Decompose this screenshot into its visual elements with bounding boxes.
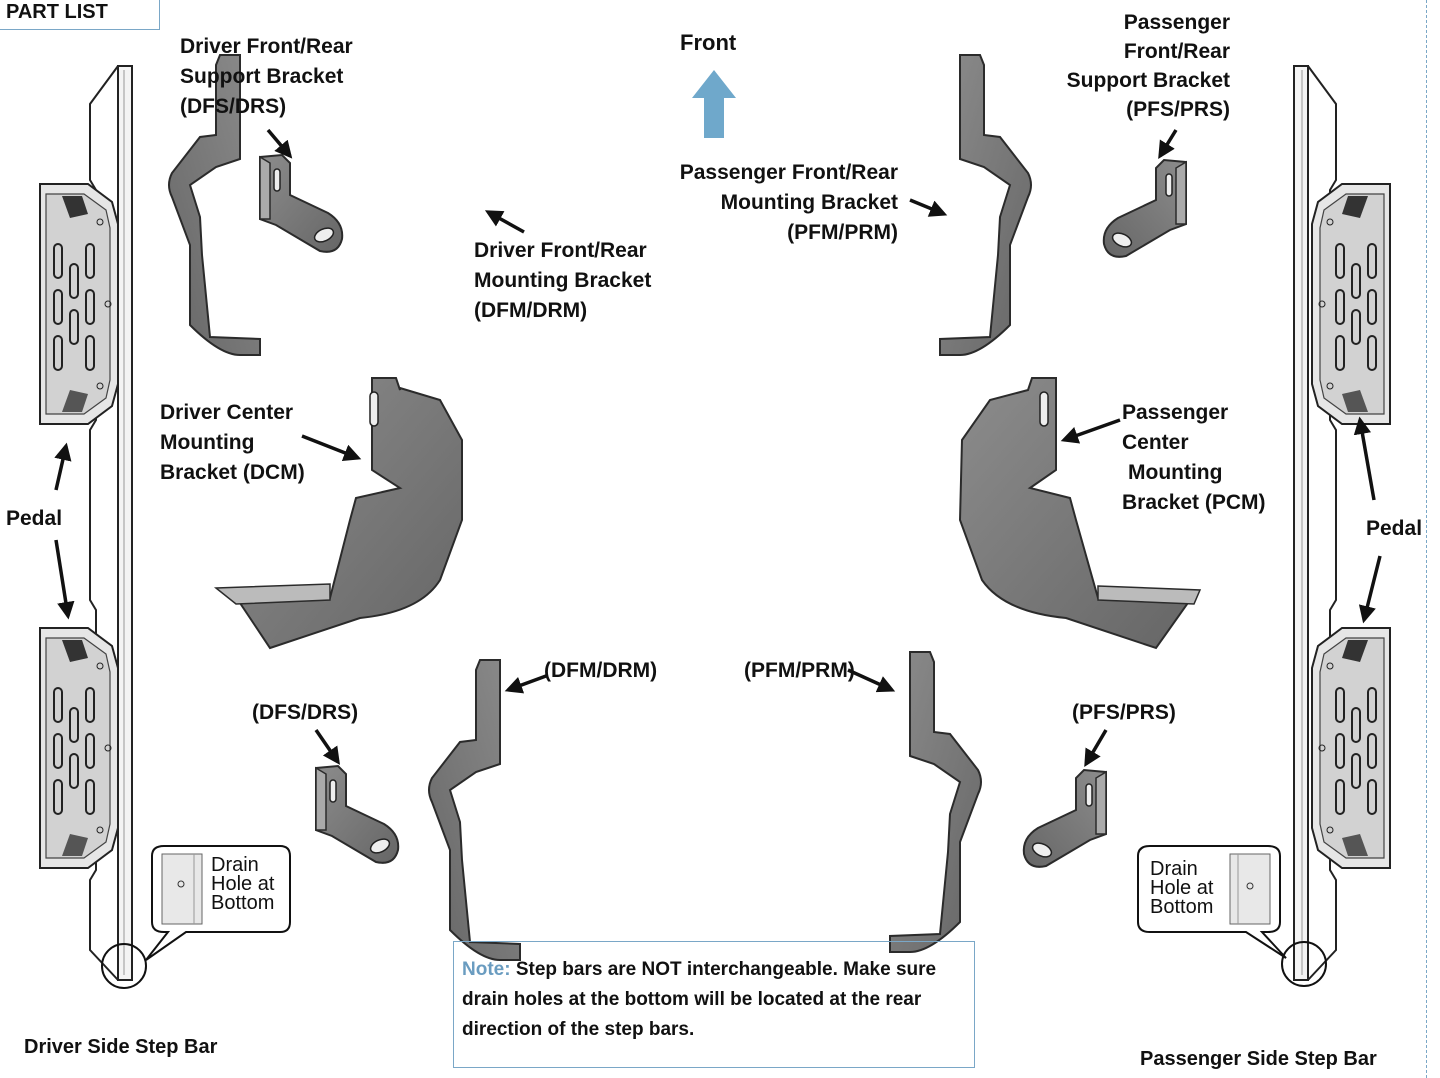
passenger-center-bracket [958, 377, 1202, 650]
note-box: Note: Step bars are NOT interchangeable.… [453, 941, 975, 1068]
note-text: Step bars are NOT interchangeable. Make … [462, 959, 937, 1040]
passenger-mount-bracket-bottom [889, 651, 982, 953]
driver-side-caption: Driver Side Step Bar [24, 1036, 218, 1058]
driver-support-bracket-top [259, 154, 344, 253]
label-pedal-left: Pedal [6, 507, 63, 530]
driver-support-bracket-bottom [315, 765, 400, 864]
label-passenger-support-bottom: (PFS/PRS) [1072, 701, 1176, 724]
drain-label-left: Drain Hole at Bottom [211, 854, 275, 914]
label-driver-support-top: Driver Front/Rear Support Bracket (DFS/D… [180, 35, 353, 118]
passenger-support-bracket-bottom [1022, 769, 1107, 868]
front-label: Front [680, 30, 737, 55]
label-driver-mount-bottom: (DFM/DRM) [544, 659, 658, 682]
drain-callout-left [101, 845, 291, 989]
frame-divider [1426, 0, 1427, 1078]
front-arrow-icon [692, 70, 736, 138]
drain-callout-right [1137, 845, 1327, 987]
passenger-side-caption: Passenger Side Step Bar [1140, 1048, 1377, 1070]
label-passenger-mount-bottom: (PFM/PRM) [744, 659, 855, 682]
part-list-title: PART LIST [0, 0, 160, 30]
passenger-support-bracket-top [1102, 159, 1187, 258]
driver-mount-bracket-bottom [428, 659, 521, 961]
label-passenger-mount-top: Passenger Front/Rear Mounting Bracket (P… [679, 161, 898, 244]
label-driver-mount-top: Driver Front/Rear Mounting Bracket (DFM/… [474, 239, 652, 322]
label-driver-center: Driver Center Mounting Bracket (DCM) [160, 401, 305, 484]
pedal-double-arrow-left [54, 442, 75, 620]
label-passenger-support-top: Passenger Front/Rear Support Bracket (PF… [1066, 11, 1230, 121]
label-driver-support-bottom: (DFS/DRS) [252, 701, 359, 724]
passenger-mount-bracket-top [939, 54, 1032, 356]
label-passenger-center: Passenger Center Mounting Bracket (PCM) [1122, 401, 1266, 514]
passenger-step-bar [1293, 65, 1391, 981]
driver-center-bracket [213, 377, 463, 650]
driver-step-bar [39, 65, 133, 981]
note-prefix: Note: [462, 959, 511, 980]
callout-arrows [266, 128, 1382, 768]
drain-label-right: Drain Hole at Bottom [1150, 858, 1214, 918]
label-pedal-right: Pedal [1366, 517, 1423, 540]
